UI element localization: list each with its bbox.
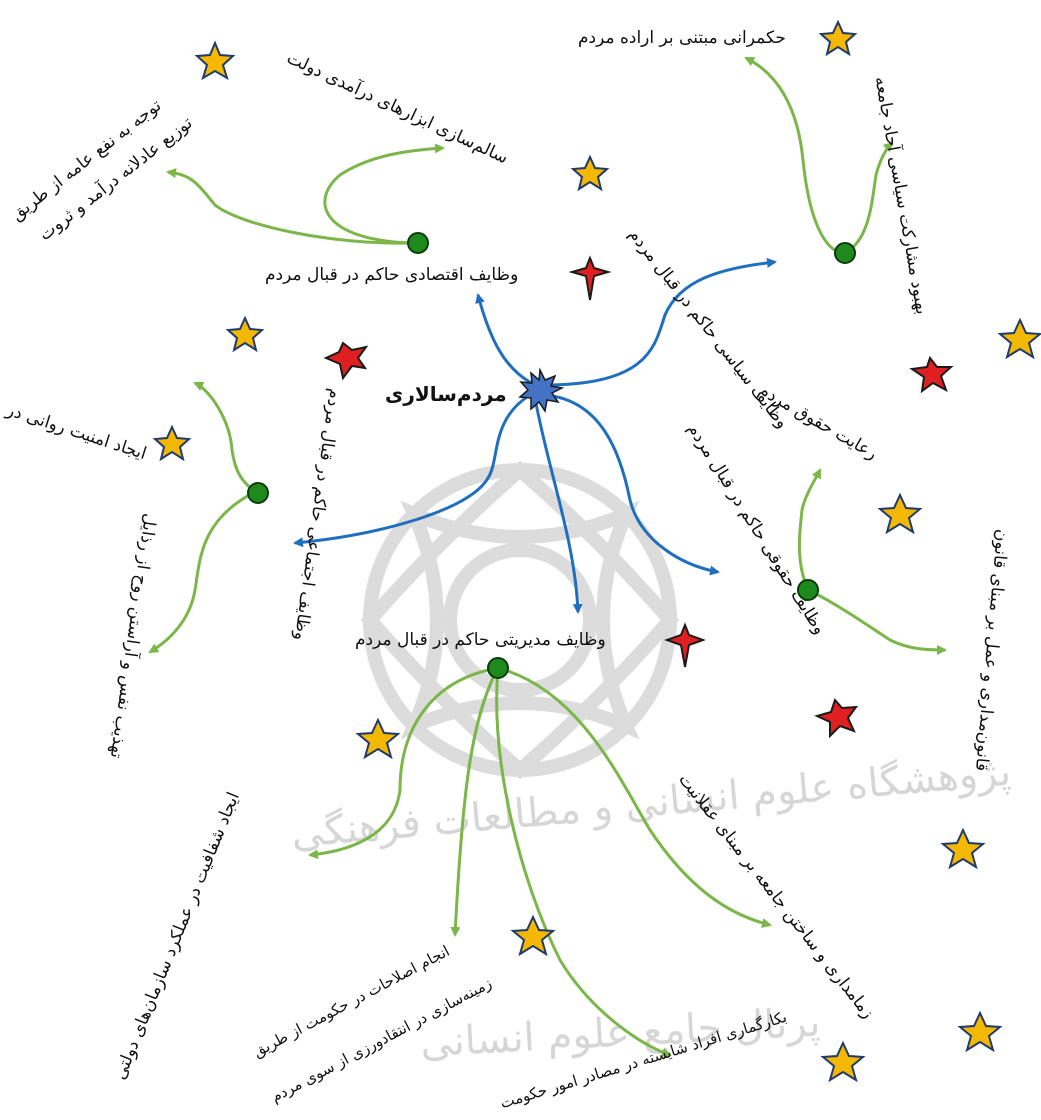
star-icon-red <box>568 255 612 301</box>
star-icon-red <box>664 622 706 668</box>
star-icon-gold <box>152 424 192 462</box>
star-icon-gold <box>570 154 610 192</box>
branch-legal <box>544 393 720 576</box>
star-icon-gold <box>818 19 858 57</box>
node-legal <box>797 579 819 601</box>
star-icon-gold <box>877 492 923 535</box>
star-icon-gold <box>940 827 986 870</box>
branch-label-economic: وظایف اقتصادی حاکم در قبال مردم <box>265 265 519 285</box>
star-icon-gold <box>225 315 265 353</box>
star-icon-gold <box>510 914 556 957</box>
item-political-1: حکمرانی مبتنی بر اراده مردم <box>578 28 786 48</box>
star-icon-red <box>323 341 369 381</box>
branch-political <box>544 257 777 387</box>
branch-label-managerial: وظایف مدیریتی حاکم در قبال مردم <box>355 630 606 650</box>
node-economic <box>407 232 429 254</box>
branch-economic <box>475 293 536 387</box>
star-icon-gold <box>997 317 1041 360</box>
star-icon-red <box>909 355 954 394</box>
star-icon-gold <box>957 1010 1003 1053</box>
branch-managerial <box>533 397 583 614</box>
node-social <box>247 482 269 504</box>
branch-social <box>293 393 531 548</box>
center-node: مردم‌سالاری <box>385 382 507 406</box>
star-icon-red <box>814 698 859 739</box>
star-icon-gold <box>355 717 401 760</box>
center-burst-icon <box>518 367 565 413</box>
star-icon-gold <box>820 1040 866 1083</box>
node-managerial <box>487 657 509 679</box>
star-icon-gold <box>194 40 236 81</box>
node-political <box>834 242 856 264</box>
